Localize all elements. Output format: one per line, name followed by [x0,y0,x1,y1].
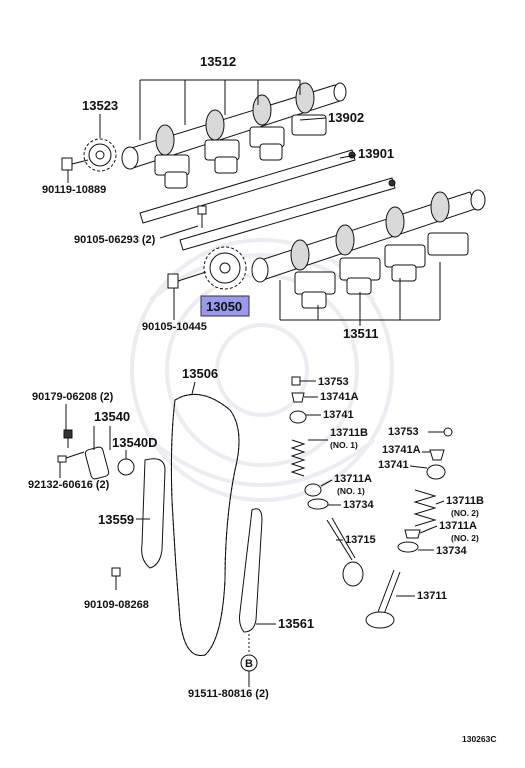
leader-13901 [339,154,357,159]
label-90109-08268: 90109-08268 [84,599,149,611]
label-13711B-b-sub: (NO. 2) [451,508,479,518]
leader-90105-06293 [159,225,199,239]
label-13711B-b: 13711B [446,495,484,507]
label-13902: 13902 [328,110,364,125]
label-92132-60616: 92132-60616 (2) [28,479,110,491]
chain-guide-13559 [141,458,166,569]
label-13523: 13523 [82,98,118,113]
leader-13506 [191,381,196,395]
label-13559: 13559 [98,512,134,527]
label-13540: 13540 [94,409,130,424]
label-13506: 13506 [182,366,218,381]
rocker-shaft-13901 [179,177,396,251]
label-13711: 13711 [417,590,447,602]
label-13715: 13715 [345,534,376,546]
label-90119-10889: 90119-10889 [42,184,106,196]
cam-caps-lower [294,232,469,309]
valve-parts-group-1 [289,376,364,587]
label-13741A-a: 13741A [320,391,359,403]
leader-13540 [93,426,111,450]
label-13711B-a: 13711B [330,427,368,439]
label-13711B-a-sub: (NO. 1) [330,440,358,450]
leader-13711B-b [435,500,445,505]
label-13753-b: 13753 [388,426,419,438]
label-13711A-b: 13711A [439,520,477,532]
bolt-90105-10445 [167,271,207,289]
label-91511-80816: 91511-80816 (2) [188,688,269,700]
leader-13512 [139,79,301,140]
label-13734-b: 13734 [436,545,467,557]
label-13734-a: 13734 [343,499,374,511]
label-13741-a: 13741 [323,409,354,421]
label-13512: 13512 [200,54,236,69]
label-90105-06293: 90105-06293 (2) [74,234,156,246]
leader-13711A-b [419,525,438,534]
label-13741A-b: 13741A [382,444,421,456]
vvt-gear-13050 [203,246,247,290]
label-90179-06208: 90179-06208 (2) [32,391,114,403]
label-13050[interactable]: 13050 [206,299,242,314]
leader-13902 [299,117,327,121]
camshaft-lower [251,189,486,283]
bolt-90119 [61,157,89,171]
chain-guide-13561 [239,508,263,633]
label-90105-10445: 90105-10445 [142,321,207,333]
label-13711A-b-sub: (NO. 2) [451,533,479,543]
label-13901: 13901 [358,146,394,161]
diagram-id: 130263C [462,734,497,744]
label-13741-b: 13741 [378,459,409,471]
leader-13741-b [409,465,428,469]
highlight-13050 [200,295,250,317]
cam-caps-upper [154,114,327,189]
label-13511: 13511 [343,326,378,341]
label-13540D: 13540D [112,435,158,450]
cam-sprocket-13523 [83,138,117,172]
bolt-90105-06293 [197,205,207,228]
label-13753-a: 13753 [318,376,349,388]
leader-13511 [279,262,441,326]
timing-chain-13506 [170,393,240,657]
valve-parts-group-2 [365,427,453,629]
label-13561: 13561 [278,616,314,631]
label-b: B [245,658,253,670]
label-13711A-a: 13711A [334,473,372,485]
label-13711A-a-sub: (NO. 1) [337,486,365,496]
leader-13711A-a [320,479,333,487]
bolt-90109-08268 [111,567,121,590]
